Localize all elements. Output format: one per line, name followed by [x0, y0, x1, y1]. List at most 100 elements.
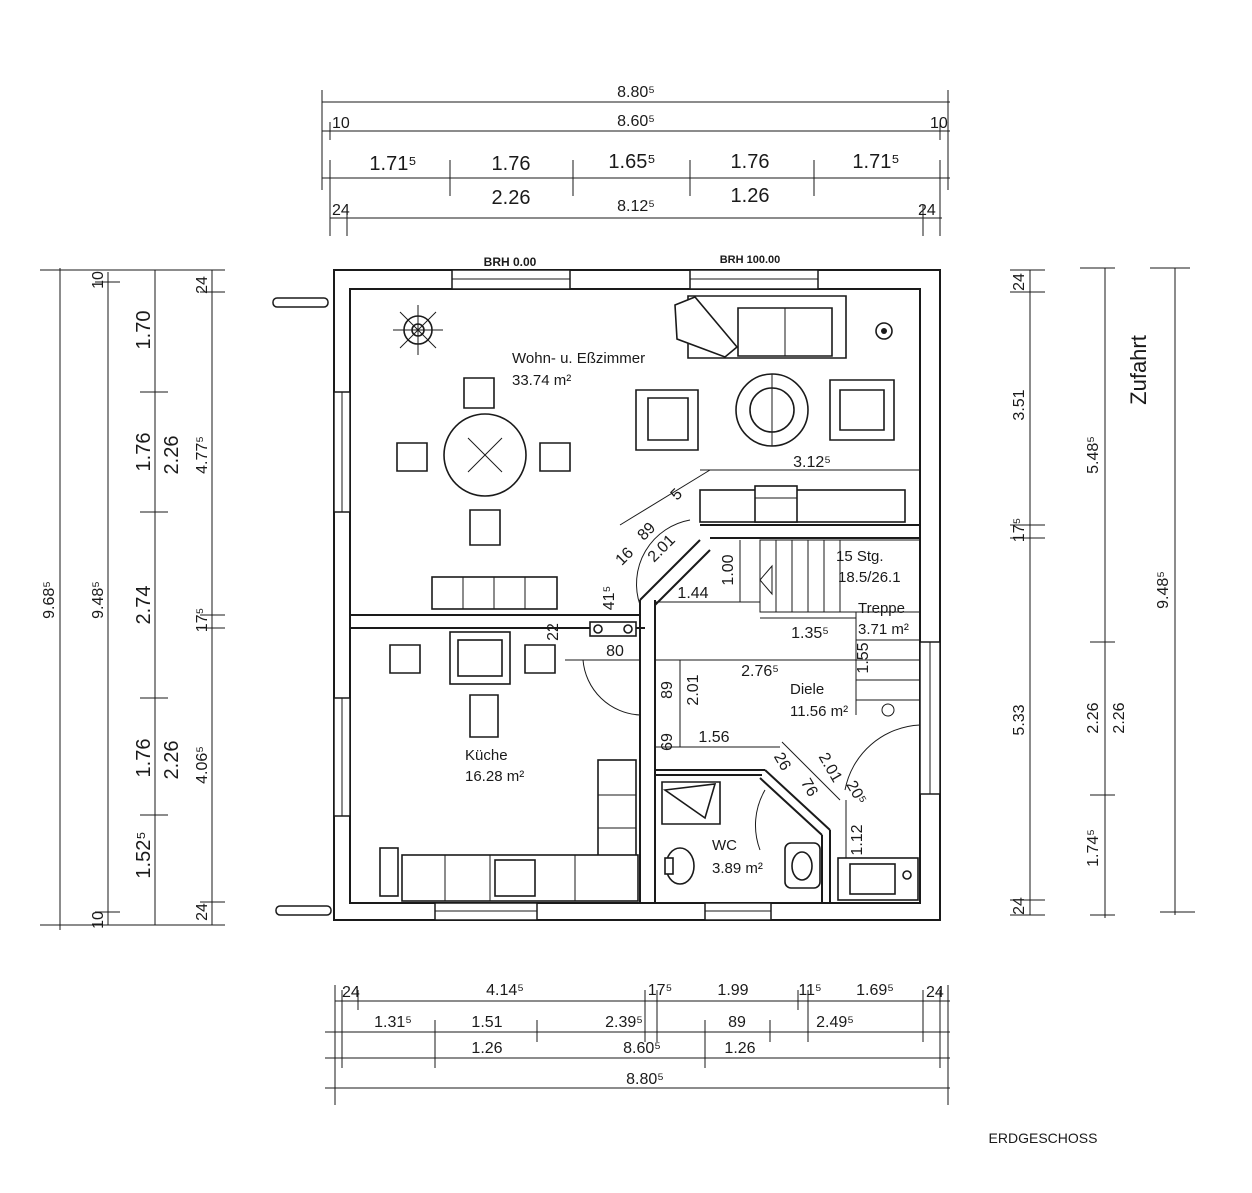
- sideboard: [699, 485, 906, 523]
- dim-bottom-wall-right: 24: [926, 984, 944, 1001]
- kitchen-table: [389, 631, 556, 738]
- dim-inner-201c: 2.01: [815, 750, 845, 786]
- stair-label: Treppe: [858, 600, 905, 617]
- dim-top-segment-1: 1.71⁵: [369, 153, 416, 175]
- stair-area: 3.71 m²: [858, 621, 909, 638]
- wc-room-area: 3.89 m²: [712, 860, 763, 877]
- dim-inner-16: 16: [613, 544, 638, 569]
- dim-inner-155: 1.55: [855, 642, 872, 673]
- dim-left-mid-wall: 17⁵: [194, 608, 211, 632]
- dim-top-10-right: 10: [930, 115, 948, 132]
- coffee-table: [735, 373, 809, 447]
- dim-top-segment-2: 1.76: [492, 153, 531, 175]
- dim-right-wall-bottom: 24: [1011, 897, 1028, 915]
- dim-bottom-wall-mid: 17⁵: [648, 982, 672, 999]
- dim-right-room-upper: 3.51: [1011, 389, 1028, 420]
- dim-bottom-inner: 8.60⁵: [623, 1040, 661, 1057]
- switches: [589, 621, 637, 637]
- dim-inner-156: 1.56: [698, 729, 729, 746]
- brh-right-label: BRH 100.00: [720, 254, 781, 266]
- wc-fixtures: [661, 781, 821, 889]
- diele-room-area: 11.56 m²: [790, 703, 848, 720]
- dim-left-room-upper: 4.77⁵: [194, 436, 211, 474]
- dim-right-segment-2: 2.26: [1085, 702, 1102, 733]
- dim-right-window: 2.26: [1111, 702, 1128, 733]
- dim-bottom-r2-4: 89: [728, 1014, 746, 1031]
- dim-left-top-10: 10: [90, 271, 107, 289]
- dim-left-window-bottom: 2.26: [161, 741, 183, 780]
- dim-inner-201b: 2.01: [685, 674, 702, 705]
- bottom-dimension-chain: 24 4.14⁵ 17⁵ 1.99 11⁵ 1.69⁵ 24 1.31⁵ 1.5…: [325, 982, 950, 1105]
- outside-step-bottom: [275, 905, 332, 916]
- inner-dimension-lines: [565, 469, 857, 860]
- dim-inner-3125: 3.12⁵: [793, 454, 831, 471]
- stair-ratio: 18.5/26.1: [838, 569, 901, 586]
- dim-inner-89a: 89: [635, 519, 660, 544]
- dim-left-wall-bottom: 24: [194, 903, 211, 921]
- wohn-room-name: Wohn- u. Eßzimmer: [512, 350, 645, 367]
- dim-bottom-r2-2: 1.51: [471, 1014, 502, 1031]
- dining-sideboard: [431, 576, 558, 610]
- dim-top-clear: 8.12⁵: [617, 198, 655, 215]
- dim-top-segment-4: 1.76: [731, 151, 770, 173]
- dim-bottom-total: 8.80⁵: [626, 1071, 664, 1088]
- sofa: [674, 295, 847, 359]
- plant-icon: [393, 305, 443, 355]
- dim-left-wall-top: 24: [194, 276, 211, 294]
- dim-bottom-kueche: 4.14⁵: [486, 982, 524, 999]
- dim-right-room-lower: 5.33: [1011, 704, 1028, 735]
- dim-left-segment-4: 1.76: [133, 739, 155, 778]
- dim-left-window-top: 2.26: [161, 436, 183, 475]
- kueche-room-name: Küche: [465, 747, 508, 764]
- dim-bottom-r2-3: 2.39⁵: [605, 1014, 643, 1031]
- floor-title: ERDGESCHOSS: [989, 1130, 1098, 1146]
- left-dimension-chain: 9.68⁵ 9.48⁵ 10 10 1.70 1.76 2.74 1.76 1.…: [40, 268, 225, 930]
- staircase: [759, 539, 921, 717]
- dim-inner-26: 26: [770, 750, 794, 774]
- dim-right-mid-wall: 17⁵: [1011, 518, 1028, 542]
- dim-top-inner: 8.60⁵: [617, 113, 655, 130]
- dim-inner-69: 69: [659, 733, 676, 751]
- dim-bottom-wall-left: 24: [342, 984, 360, 1001]
- dim-bottom-wall-wc: 11⁵: [798, 982, 821, 999]
- armchair-left: [635, 389, 699, 451]
- dining-table: [443, 413, 527, 497]
- fireplace-icon: [875, 322, 893, 340]
- dim-left-segment-1: 1.70: [133, 311, 155, 350]
- dim-top-total: 8.80⁵: [617, 84, 655, 101]
- dining-chairs: [396, 377, 571, 546]
- brh-left-label: BRH 0.00: [484, 255, 537, 269]
- dim-inner-5: 5: [668, 486, 686, 504]
- wc-room-name: WC: [712, 837, 737, 854]
- dim-left-total: 9.68⁵: [41, 581, 58, 619]
- dim-top-wall-right: 24: [918, 202, 936, 219]
- dim-right-total: 9.48⁵: [1155, 571, 1172, 609]
- dim-bottom-r2-5: 2.49⁵: [816, 1014, 854, 1031]
- dim-bottom-r2-1: 1.31⁵: [374, 1014, 412, 1031]
- top-dimension-chain: 8.80⁵ 10 8.60⁵ 10 1.71⁵ 1.76 1.65⁵ 1.76 …: [321, 84, 950, 236]
- dim-left-bottom-10: 10: [90, 911, 107, 929]
- dim-inner-2765: 2.76⁵: [741, 663, 779, 680]
- dim-bottom-hwr: 1.69⁵: [856, 982, 894, 999]
- dim-left-segment-3: 2.74: [133, 586, 155, 625]
- dim-left-segment-2: 1.76: [133, 433, 155, 472]
- dim-top-segment-3: 1.65⁵: [608, 151, 655, 173]
- outside-step-top: [272, 297, 329, 308]
- dim-inner-1355: 1.35⁵: [791, 625, 829, 642]
- outer-walls: [272, 269, 941, 921]
- dim-inner-112: 1.12: [849, 824, 866, 855]
- interior-walls: [350, 524, 920, 903]
- dim-left-room-lower: 4.06⁵: [194, 746, 211, 784]
- dim-top-window-right: 1.26: [731, 185, 770, 207]
- dim-inner-22: 22: [545, 623, 562, 641]
- dim-top-wall-left: 24: [332, 202, 350, 219]
- armchair-right: [829, 379, 895, 441]
- dim-inner-80: 80: [606, 643, 624, 660]
- dim-inner-415: 41⁵: [601, 586, 618, 610]
- wohn-room-area: 33.74 m²: [512, 372, 571, 389]
- right-dimension-chain: 24 3.51 17⁵ 5.33 24 5.48⁵ 2.26 1.74⁵ 2.2…: [1010, 267, 1195, 918]
- zufahrt-label: Zufahrt: [1126, 335, 1151, 405]
- dim-left-inner: 9.48⁵: [90, 581, 107, 619]
- boiler: [837, 857, 919, 901]
